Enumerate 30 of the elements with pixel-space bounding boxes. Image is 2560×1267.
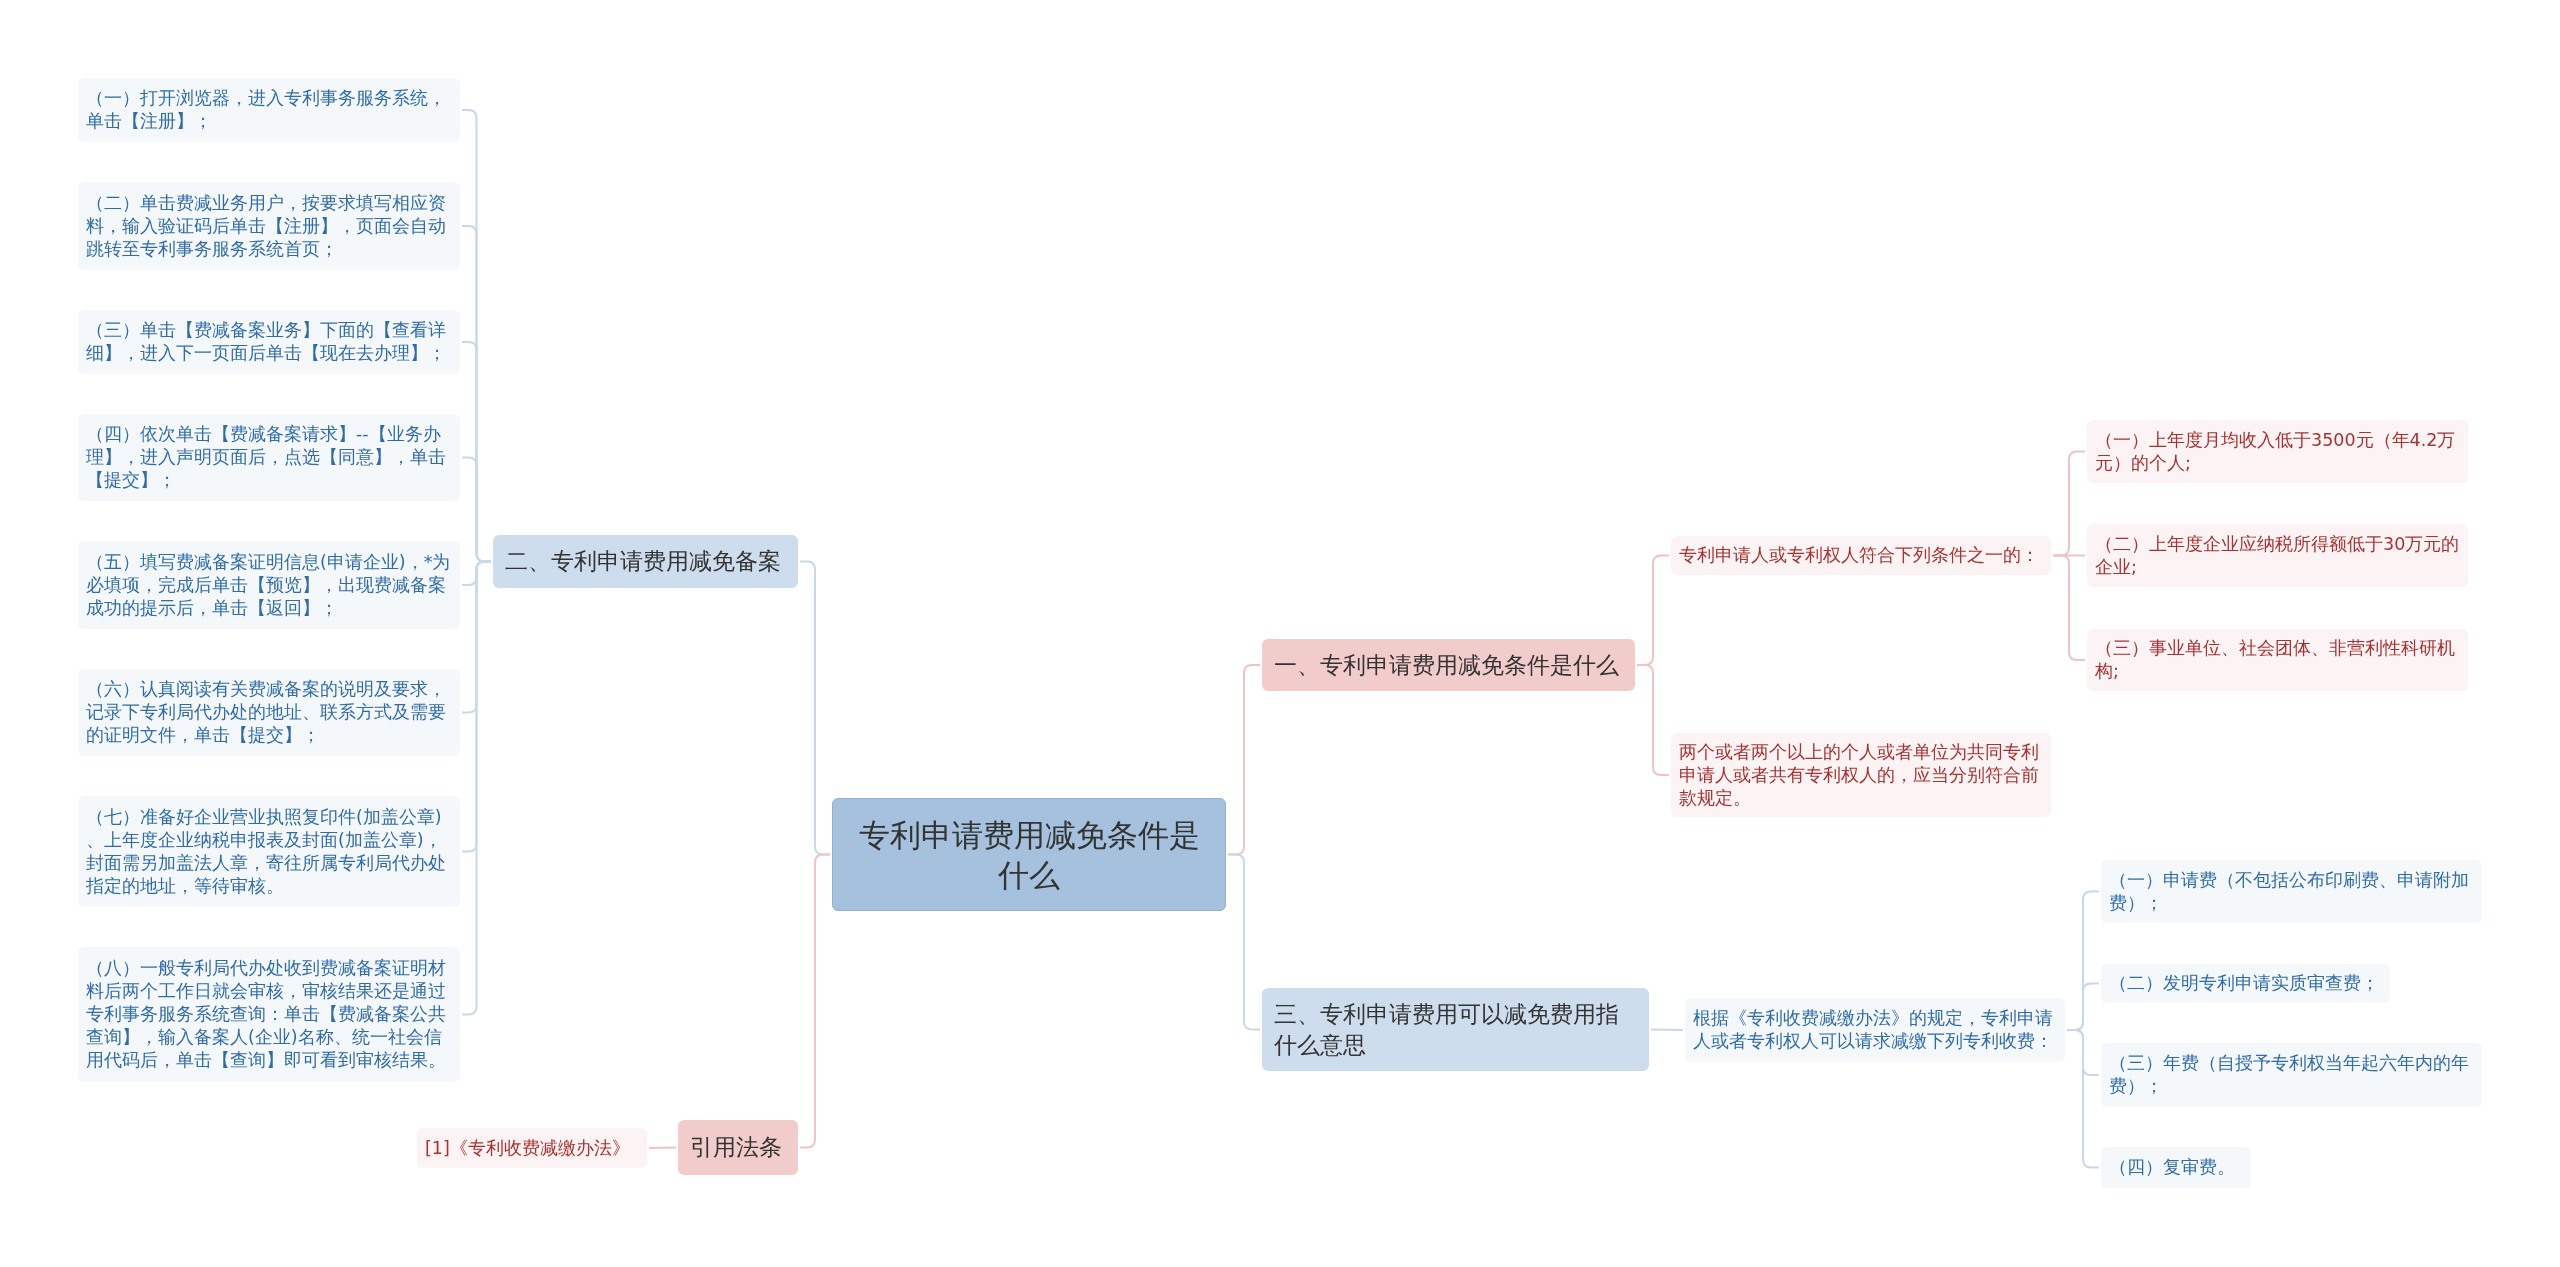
subtopic: （五）填写费减备案证明信息(申请企业)，*为必填项，完成后单击【预览】，出现费减备案成功的提示后，单击【返回】； bbox=[78, 541, 460, 629]
subtopic: 两个或者两个以上的个人或者单位为共同专利申请人或者共有专利权人的，应当分别符合前款规定。 bbox=[1671, 733, 2051, 817]
main-topic: 一、专利申请费用减免条件是什么 bbox=[1262, 639, 1635, 691]
main-topic: 三、专利申请费用可以减免费用指什么意思 bbox=[1262, 988, 1649, 1071]
main-topic: 引用法条 bbox=[678, 1120, 798, 1175]
subtopic: （四）复审费。 bbox=[2101, 1147, 2251, 1188]
subtopic: （一）申请费（不包括公布印刷费、申请附加费）； bbox=[2101, 860, 2482, 923]
main-topic: 二、专利申请费用减免备案 bbox=[493, 535, 798, 588]
subtopic: （二）发明专利申请实质审查费； bbox=[2101, 964, 2390, 1003]
connector-line bbox=[2052, 554, 2086, 661]
subtopic: 根据《专利收费减缴办法》的规定，专利申请人或者专利权人可以请求减缴下列专利收费： bbox=[1685, 998, 2065, 1062]
subtopic: （一）打开浏览器，进入专利事务服务系统，单击【注册】； bbox=[78, 78, 460, 142]
subtopic: （二）上年度企业应纳税所得额低于30万元的企业; bbox=[2087, 524, 2468, 587]
subtopic: （七）准备好企业营业执照复印件(加盖公章)、上年度企业纳税申报表及封面(加盖公章)，封面需另加盖法人章，寄往所属专利局代办处指定的地址，等待审核。 bbox=[78, 796, 460, 907]
subtopic: （一）上年度月均收入低于3500元（年4.2万元）的个人; bbox=[2087, 420, 2468, 483]
connector-line bbox=[648, 1146, 677, 1149]
subtopic: （八）一般专利局代办处收到费减备案证明材料后两个工作日就会审核，审核结果还是通过专利事务服务系统查询：单击【费减备案公共查询】，输入备案人(企业)名称、统一社会信用代码后，单击【查询】即可看到审核结果。 bbox=[78, 947, 460, 1082]
connector-line bbox=[2066, 1029, 2100, 1169]
subtopic: （三）事业单位、社会团体、非营利性科研机构; bbox=[2087, 629, 2468, 691]
connector-line bbox=[1636, 664, 1670, 776]
subtopic: [1]《专利收费减缴办法》 bbox=[417, 1128, 647, 1168]
subtopic: （三）单击【费减备案业务】下面的【查看详细】，进入下一页面后单击【现在去办理】； bbox=[78, 310, 460, 374]
connector-line bbox=[1227, 853, 1261, 1031]
subtopic: （三）年费（自授予专利权当年起六年内的年费）； bbox=[2101, 1043, 2482, 1107]
subtopic: （六）认真阅读有关费减备案的说明及要求，记录下专利局代办处的地址、联系方式及需要的证明文件，单击【提交】； bbox=[78, 669, 460, 756]
connector-line bbox=[1650, 1028, 1684, 1031]
subtopic: 专利申请人或专利权人符合下列条件之一的： bbox=[1671, 536, 2051, 575]
central-topic: 专利申请费用减免条件是什么 bbox=[832, 798, 1226, 911]
subtopic: （四）依次单击【费减备案请求】--【业务办理】，进入声明页面后，点选【同意】，单击【提交】； bbox=[78, 414, 460, 501]
subtopic: （二）单击费减业务用户，按要求填写相应资料，输入验证码后单击【注册】，页面会自动跳转至专利事务服务系统首页； bbox=[78, 182, 460, 270]
